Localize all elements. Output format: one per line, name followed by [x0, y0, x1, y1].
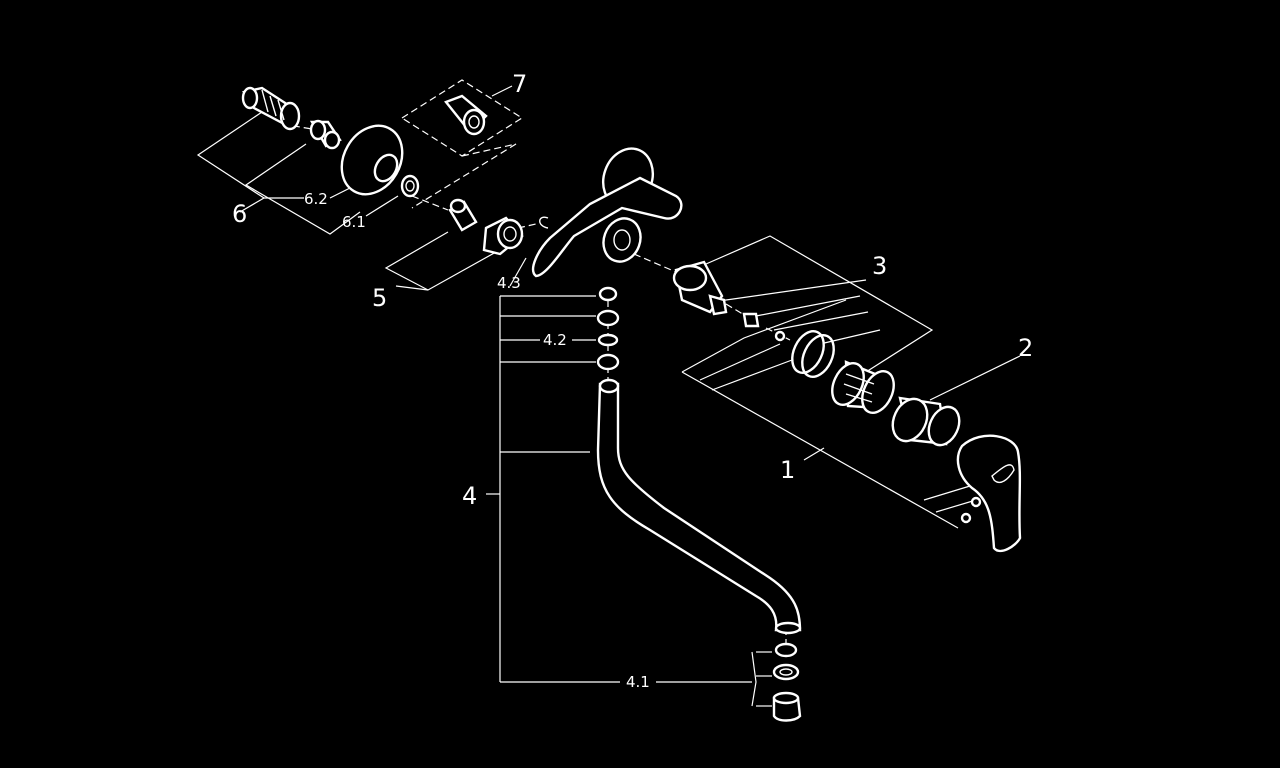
spindle-part: [742, 312, 786, 342]
callout-6: 6: [232, 200, 247, 228]
callout-6-2: 6.2: [304, 190, 328, 208]
lever-handle-1-part: [956, 434, 1022, 553]
callout-7: 7: [512, 70, 527, 98]
callout-4-1: 4.1: [626, 673, 650, 691]
clip-part: [539, 216, 549, 229]
cap-2-part: [891, 396, 961, 447]
wall-connector-part: [241, 86, 301, 131]
o-rings-part: [791, 330, 835, 378]
adapter-7-part: [444, 94, 488, 136]
callout-3: 3: [872, 252, 887, 280]
callout-4-3: 4.3: [497, 274, 521, 292]
callout-4: 4: [462, 482, 477, 510]
spout-pipe-part: [596, 378, 802, 635]
union-nut-5-part: [482, 216, 524, 256]
cartridge-3-part: [672, 260, 728, 316]
eccentric-union-part: [309, 119, 342, 150]
threaded-sleeve-part: [831, 360, 895, 414]
callout-4-2: 4.2: [543, 331, 567, 349]
aerator-parts: [772, 642, 802, 722]
callout-2: 2: [1018, 334, 1033, 362]
callout-5: 5: [372, 284, 387, 312]
callout-6-1: 6.1: [342, 213, 366, 231]
callout-1: 1: [780, 456, 795, 484]
washer-6-1-part: [400, 174, 420, 198]
connector-5-part: [448, 198, 478, 232]
mixer-body-part: [531, 147, 683, 278]
escutcheon-flange-part: [340, 124, 404, 196]
spout-washers-part: [596, 286, 620, 371]
